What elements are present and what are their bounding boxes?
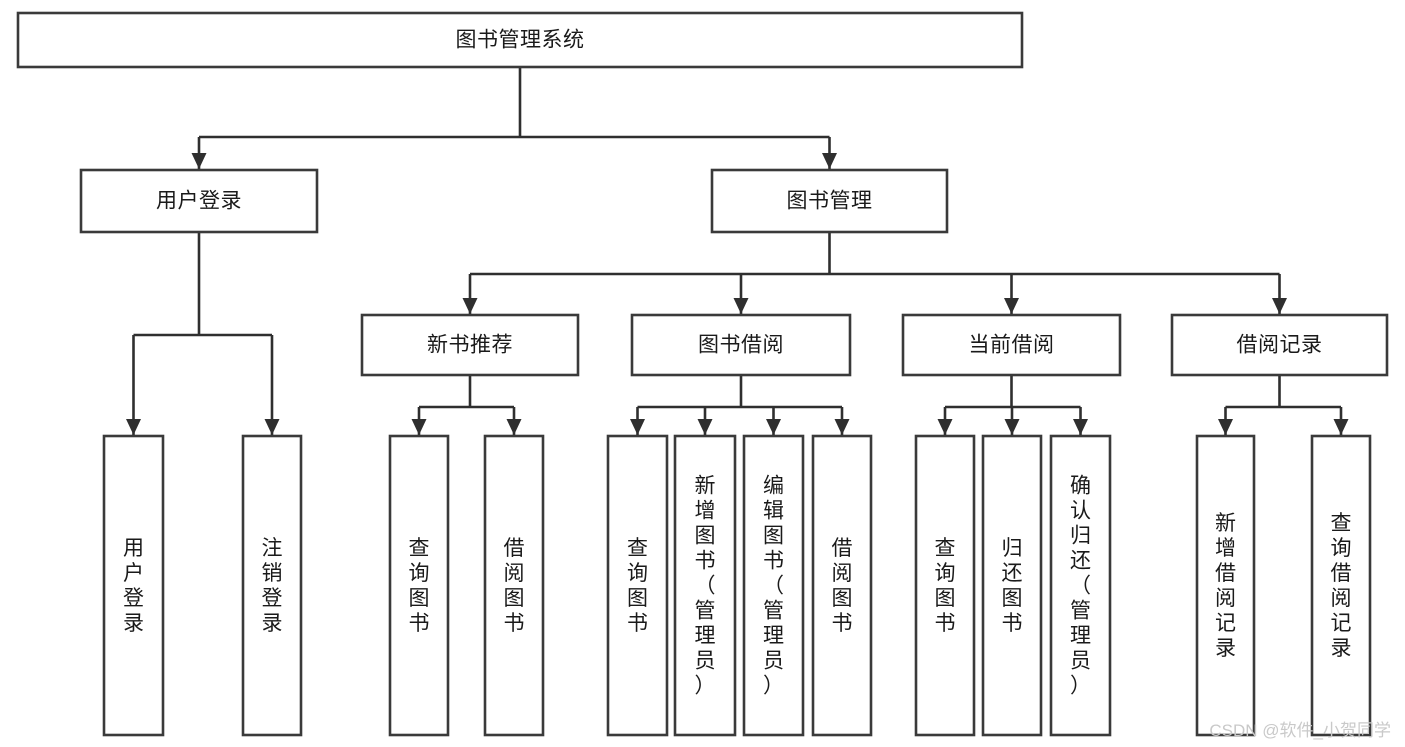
node-borrow-record[interactable]: 借阅记录 bbox=[1170, 313, 1389, 377]
arrow-head-icon bbox=[411, 419, 427, 435]
node-leaf-logout[interactable]: 注销登录 bbox=[241, 434, 303, 737]
node-leaf-query-book-2-label: 查询图书 bbox=[627, 537, 648, 635]
arrow-head-icon bbox=[766, 419, 781, 435]
node-leaf-confirm-return-label: 确认归还（管理员） bbox=[1070, 475, 1091, 698]
node-leaf-borrow-book-2[interactable]: 借阅图书 bbox=[811, 434, 873, 737]
arrow-head-icon bbox=[191, 153, 207, 169]
node-leaf-add-book-rect bbox=[673, 434, 737, 737]
node-leaf-borrow-book-2-label: 借阅图书 bbox=[832, 537, 853, 635]
node-root[interactable]: 图书管理系统 bbox=[16, 11, 1024, 69]
arrow-head-icon bbox=[630, 419, 645, 435]
arrow-head-icon bbox=[834, 419, 850, 435]
arrow-head-icon bbox=[1004, 298, 1019, 314]
node-book-manage[interactable]: 图书管理 bbox=[710, 168, 949, 234]
node-current-borrow-rect bbox=[901, 313, 1122, 377]
node-current-borrow[interactable]: 当前借阅 bbox=[901, 313, 1122, 377]
node-book-borrow-label: 图书借阅 bbox=[698, 334, 784, 357]
node-leaf-borrow-book-1[interactable]: 借阅图书 bbox=[483, 434, 545, 737]
arrow-head-icon bbox=[1073, 419, 1088, 435]
node-user-login-rect bbox=[79, 168, 319, 234]
arrow-head-icon bbox=[733, 298, 749, 314]
node-leaf-query-book-2-rect bbox=[606, 434, 669, 737]
node-leaf-query-book-3[interactable]: 查询图书 bbox=[914, 434, 976, 737]
arrow-head-icon bbox=[506, 419, 522, 435]
node-leaf-user-login-label: 用户登录 bbox=[123, 537, 144, 635]
node-leaf-query-book-2[interactable]: 查询图书 bbox=[606, 434, 669, 737]
node-leaf-confirm-return[interactable]: 确认归还（管理员） bbox=[1049, 434, 1112, 737]
node-leaf-add-record-rect bbox=[1195, 434, 1256, 737]
node-book-borrow[interactable]: 图书借阅 bbox=[630, 313, 852, 377]
node-leaf-logout-label: 注销登录 bbox=[262, 537, 283, 635]
node-leaf-return-book-label: 归还图书 bbox=[1002, 537, 1023, 635]
arrow-head-icon bbox=[462, 298, 478, 314]
node-leaf-query-book-1-label: 查询图书 bbox=[409, 537, 430, 635]
node-new-book-rec-label: 新书推荐 bbox=[427, 334, 513, 357]
node-leaf-query-book-1-rect bbox=[388, 434, 450, 737]
node-leaf-edit-book[interactable]: 编辑图书（管理员） bbox=[742, 434, 805, 737]
arrow-head-icon bbox=[1004, 419, 1020, 435]
node-user-login[interactable]: 用户登录 bbox=[79, 168, 319, 234]
node-leaf-add-record-label: 新增借阅记录 bbox=[1215, 512, 1236, 660]
node-leaf-edit-book-rect bbox=[742, 434, 805, 737]
nodes-layer: 图书管理系统用户登录图书管理新书推荐图书借阅当前借阅借阅记录用户登录注销登录查询… bbox=[16, 11, 1389, 737]
node-leaf-borrow-book-1-label: 借阅图书 bbox=[504, 537, 525, 635]
arrow-head-icon bbox=[1272, 298, 1287, 314]
node-new-book-rec-rect bbox=[360, 313, 580, 377]
node-borrow-record-rect bbox=[1170, 313, 1389, 377]
node-leaf-add-record[interactable]: 新增借阅记录 bbox=[1195, 434, 1256, 737]
node-borrow-record-label: 借阅记录 bbox=[1237, 334, 1323, 357]
arrow-head-icon bbox=[126, 419, 141, 435]
node-book-manage-rect bbox=[710, 168, 949, 234]
arrow-head-icon bbox=[1333, 419, 1349, 435]
arrow-head-icon bbox=[264, 419, 280, 435]
node-leaf-edit-book-label: 编辑图书（管理员） bbox=[763, 475, 784, 698]
node-leaf-return-book-rect bbox=[981, 434, 1043, 737]
node-leaf-logout-rect bbox=[241, 434, 303, 737]
node-leaf-query-book-1[interactable]: 查询图书 bbox=[388, 434, 450, 737]
node-leaf-query-record-label: 查询借阅记录 bbox=[1331, 512, 1352, 660]
node-leaf-borrow-book-2-rect bbox=[811, 434, 873, 737]
node-root-rect bbox=[16, 11, 1024, 69]
node-leaf-add-book[interactable]: 新增图书（管理员） bbox=[673, 434, 737, 737]
node-leaf-query-record-rect bbox=[1310, 434, 1372, 737]
node-leaf-query-book-3-label: 查询图书 bbox=[935, 537, 956, 635]
node-leaf-query-book-3-rect bbox=[914, 434, 976, 737]
node-leaf-return-book[interactable]: 归还图书 bbox=[981, 434, 1043, 737]
node-leaf-query-record[interactable]: 查询借阅记录 bbox=[1310, 434, 1372, 737]
connectors-layer bbox=[126, 67, 1349, 435]
node-root-label: 图书管理系统 bbox=[456, 29, 585, 52]
node-current-borrow-label: 当前借阅 bbox=[969, 334, 1055, 357]
node-leaf-user-login-rect bbox=[102, 434, 165, 737]
node-leaf-add-book-label: 新增图书（管理员） bbox=[695, 475, 716, 698]
node-book-manage-label: 图书管理 bbox=[787, 190, 873, 213]
node-user-login-label: 用户登录 bbox=[156, 190, 242, 213]
node-new-book-rec[interactable]: 新书推荐 bbox=[360, 313, 580, 377]
arrow-head-icon bbox=[697, 419, 713, 435]
node-leaf-borrow-book-1-rect bbox=[483, 434, 545, 737]
arrow-head-icon bbox=[822, 153, 837, 169]
node-leaf-user-login[interactable]: 用户登录 bbox=[102, 434, 165, 737]
node-book-borrow-rect bbox=[630, 313, 852, 377]
node-leaf-confirm-return-rect bbox=[1049, 434, 1112, 737]
arrow-head-icon bbox=[1218, 419, 1233, 435]
arrow-head-icon bbox=[937, 419, 953, 435]
